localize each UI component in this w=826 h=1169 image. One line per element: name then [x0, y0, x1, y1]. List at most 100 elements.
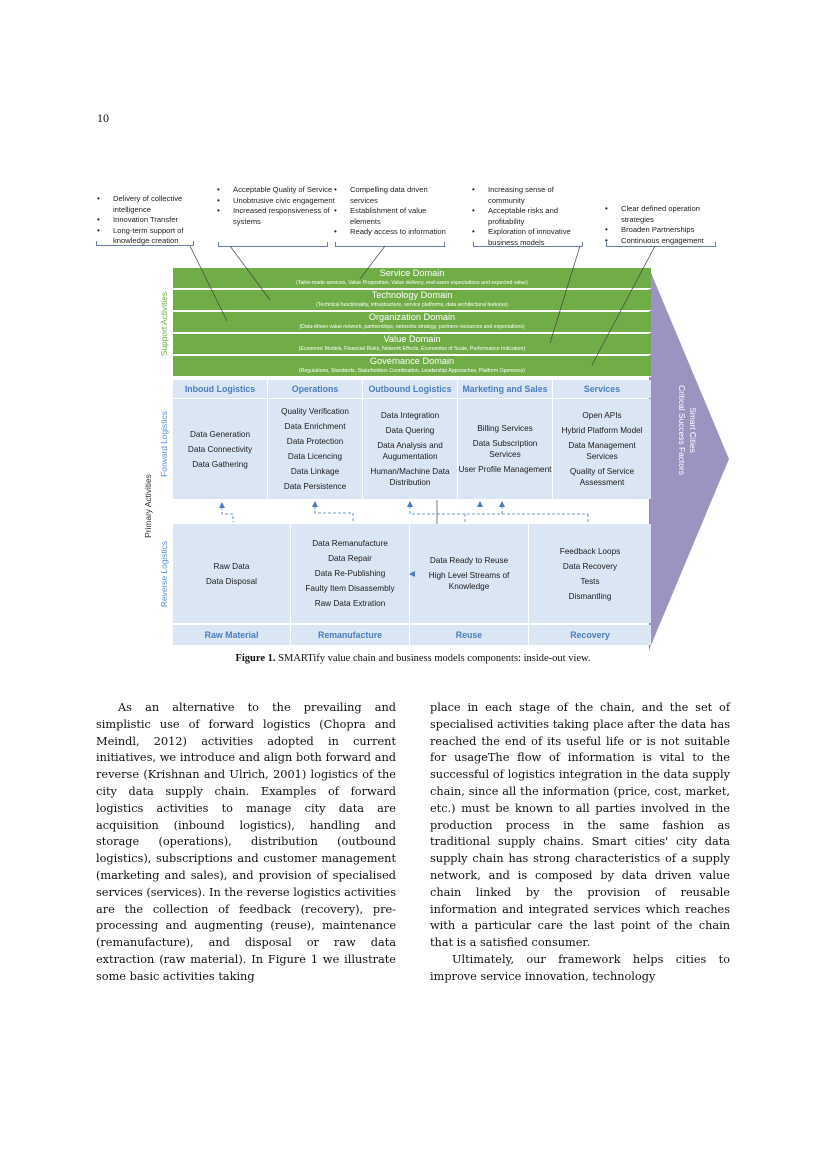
- activity-item: Data Linkage: [290, 467, 340, 476]
- primary-activities-label: Primary Activities: [143, 474, 153, 538]
- callout-bracket: [96, 241, 194, 246]
- col-head-raw-material: Raw Material: [173, 625, 290, 645]
- rev-cell-remanufacture: Data Remanufacture Data Repair Data Re-P…: [291, 524, 409, 623]
- paragraph: Ultimately, our framework helps cities t…: [430, 952, 730, 983]
- arrow-label-smart-cities: Smart Cities: [688, 407, 698, 453]
- col-head-remanufacture: Remanufacture: [291, 625, 409, 645]
- activity-item: Data Gathering: [192, 459, 248, 469]
- support-activities-label: Support Activities: [159, 291, 169, 357]
- activity-item: Data Subscription Services: [472, 439, 538, 459]
- activity-item: Data Disposal: [206, 576, 257, 586]
- activity-item: User Profile Management: [458, 465, 552, 474]
- activity-item: Faulty Item Disassembly: [305, 584, 395, 593]
- domain-subtitle: (Technical functionality, infrastructure…: [316, 302, 508, 308]
- caption-text: SMARTify value chain and business models…: [278, 653, 591, 664]
- callout-bracket: [473, 242, 583, 247]
- callout-bracket: [606, 242, 716, 247]
- activity-item: Data Enrichment: [284, 422, 346, 431]
- activity-item: Data Remanufacture: [312, 539, 388, 548]
- col-head-reuse: Reuse: [410, 625, 528, 645]
- activity-item: Feedback Loops: [559, 546, 621, 556]
- activity-item: Tests: [580, 576, 600, 586]
- callout-bracket: [335, 242, 445, 247]
- callout-item: Increased responsiveness of systems: [215, 206, 335, 227]
- callout-connectors: [189, 245, 656, 366]
- value-domain: Value Domain (Economic Models, Financial…: [173, 334, 651, 355]
- callout-item: Delivery of collective intelligence: [95, 194, 215, 215]
- callout-1: Delivery of collective intelligence Inno…: [95, 194, 215, 247]
- callout-5: Clear defined operation strategies Broad…: [603, 204, 725, 246]
- caption-label: Figure 1.: [235, 653, 276, 664]
- activity-item: Data Connectivity: [187, 444, 253, 454]
- activity-item: Data Management Services: [568, 441, 636, 461]
- activity-item: Data Ready to Reuse: [429, 556, 509, 565]
- activity-item: Open APIs: [582, 411, 622, 420]
- callout-item: Long-term support of knowledge creation: [95, 226, 215, 247]
- reverse-logistics-label: Reverse Logistics: [159, 540, 169, 608]
- callout-item: Establishment of value elements: [332, 206, 452, 227]
- domain-subtitle: (Regulations, Standards, Stakeholders Co…: [298, 368, 526, 374]
- domain-title: Governance Domain: [369, 356, 455, 366]
- callout-item: Broaden Partnerships: [603, 225, 725, 236]
- fwd-cell-inbound: Data Generation Data Connectivity Data G…: [173, 399, 267, 499]
- domain-title: Value Domain: [383, 334, 441, 344]
- activity-item: Data Analysis and Augumentation: [377, 441, 443, 461]
- callout-item: Unobtrusive civic engagement: [215, 196, 335, 207]
- arrow-label-csf: Critical Success Factors: [677, 385, 687, 475]
- callout-item: Continuous engagement: [603, 236, 725, 247]
- callout-item: Exploration of innovative business model…: [470, 227, 590, 248]
- domain-title: Organization Domain: [368, 312, 456, 322]
- callout-3: Compelling data driven services Establis…: [332, 185, 452, 238]
- callout-item: Compelling data driven services: [332, 185, 452, 206]
- callout-item: Clear defined operation strategies: [603, 204, 725, 225]
- activity-item: Human/Machine Data Distribution: [370, 467, 450, 487]
- fwd-cell-services: Open APIs Hybrid Platform Model Data Man…: [553, 399, 651, 499]
- domain-subtitle: (Tailor-made services, Value Proposition…: [296, 280, 528, 286]
- activity-item: High Level Streams of Knowledge: [428, 571, 510, 591]
- activity-item: Raw Data: [213, 561, 250, 571]
- callout-item: Acceptable Quality of Service: [215, 185, 335, 196]
- activity-item: Dismantling: [568, 591, 612, 601]
- col-head-operations: Operations: [268, 380, 362, 398]
- activity-item: Billing Services: [477, 424, 533, 433]
- callout-item: Acceptable risks and profitability: [470, 206, 590, 227]
- activity-item: Quality Verification: [281, 407, 349, 416]
- activity-item: Data Recovery: [562, 561, 618, 571]
- rev-cell-recovery: Feedback Loops Data Recovery Tests Disma…: [529, 524, 651, 623]
- col-head-outbound: Outbound Logistics: [363, 380, 457, 398]
- body-column-right: place in each stage of the chain, and th…: [430, 700, 730, 986]
- callout-item: Ready access to information: [332, 227, 452, 238]
- organization-domain: Organization Domain (Data-driven value n…: [173, 312, 651, 333]
- activity-item: Data Persistence: [283, 482, 347, 491]
- activity-item: Quality of Service Assessment: [569, 467, 635, 487]
- activity-item: Raw Data Extration: [314, 599, 386, 608]
- fwd-cell-operations: Quality Verification Data Enrichment Dat…: [268, 399, 362, 499]
- activity-item: Hybrid Platform Model: [561, 426, 643, 435]
- service-domain: Service Domain (Tailor-made services, Va…: [173, 268, 651, 289]
- domain-subtitle: (Economic Models, Financial Risks, Netwo…: [298, 346, 526, 352]
- forward-logistics-label: Forward Logistics: [159, 411, 169, 477]
- rev-cell-raw-material: Raw Data Data Disposal: [173, 524, 290, 623]
- figure-caption: Figure 1. SMARTify value chain and busin…: [0, 653, 826, 664]
- domain-subtitle: (Data-driven value network, partnerships…: [299, 324, 525, 330]
- value-chain-figure: Delivery of collective intelligence Inno…: [95, 180, 735, 670]
- arrow-labels: Smart Cities Critical Success Factors: [658, 385, 698, 475]
- activity-item: Data Repair: [328, 554, 372, 563]
- activity-item: Data Quering: [385, 426, 435, 435]
- fwd-cell-outbound: Data Integration Data Quering Data Analy…: [363, 399, 457, 499]
- rev-cell-reuse: Data Ready to Reuse High Level Streams o…: [410, 524, 528, 623]
- body-column-left: As an alternative to the prevailing and …: [96, 700, 396, 986]
- callout-bracket: [218, 242, 328, 247]
- fwd-cell-marketing: Billing Services Data Subscription Servi…: [458, 399, 552, 499]
- page-number: 10: [97, 111, 109, 125]
- col-head-inbound: Inboud Logistics: [173, 380, 267, 398]
- critical-success-arrow: [649, 268, 729, 650]
- paragraph: As an alternative to the prevailing and …: [96, 701, 396, 983]
- col-head-marketing: Marketing and Sales: [458, 380, 552, 398]
- activity-item: Data Licencing: [287, 452, 343, 461]
- domain-title: Technology Domain: [371, 290, 453, 300]
- governance-domain: Governance Domain (Regulations, Standard…: [173, 356, 651, 377]
- callout-item: Innovation Transfer: [95, 215, 215, 226]
- technology-domain: Technology Domain (Technical functionali…: [173, 290, 651, 311]
- flow-arrows: [219, 500, 589, 524]
